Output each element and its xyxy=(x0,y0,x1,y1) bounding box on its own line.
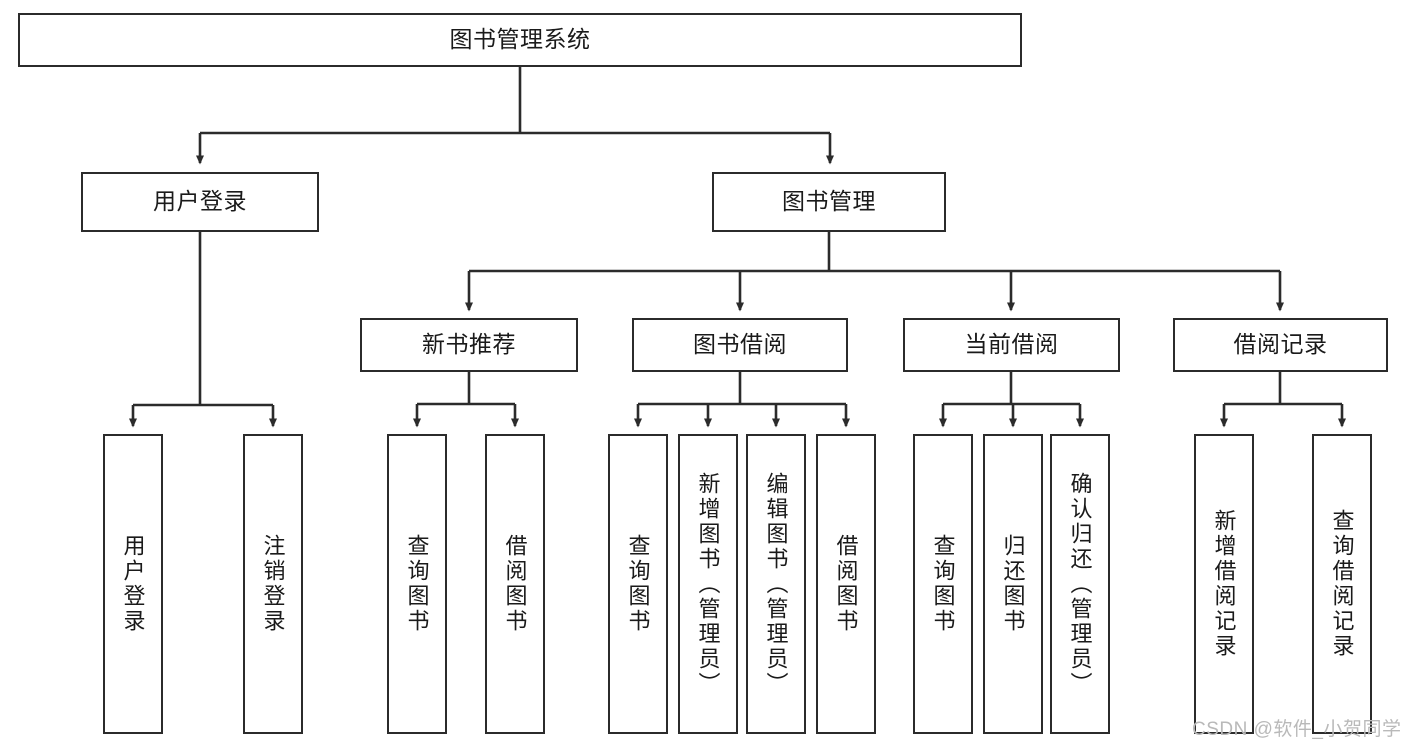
leaf-query-record[interactable]: 查询借阅记录 xyxy=(1312,434,1372,734)
leaf-add-record[interactable]: 新增借阅记录 xyxy=(1194,434,1254,734)
node-new-book-rec-label: 新书推荐 xyxy=(422,331,516,358)
leaf-borrow-book-1-label: 借阅图书 xyxy=(502,534,528,634)
node-book-borrow[interactable]: 图书借阅 xyxy=(632,318,848,372)
node-book-manage-label: 图书管理 xyxy=(782,188,876,215)
node-root-label: 图书管理系统 xyxy=(449,26,591,53)
leaf-add-book[interactable]: 新增图书（管理员） xyxy=(678,434,738,734)
node-borrow-record-label: 借阅记录 xyxy=(1233,331,1328,358)
node-current-borrow-label: 当前借阅 xyxy=(964,331,1059,358)
leaf-user-login[interactable]: 用户登录 xyxy=(103,434,163,734)
leaf-user-login-label: 用户登录 xyxy=(120,534,146,634)
leaf-query-book-2-label: 查询图书 xyxy=(625,534,651,634)
node-current-borrow[interactable]: 当前借阅 xyxy=(903,318,1120,372)
leaf-query-record-label: 查询借阅记录 xyxy=(1329,509,1355,659)
leaf-borrow-book-2-label: 借阅图书 xyxy=(833,534,859,634)
leaf-query-book-3-label: 查询图书 xyxy=(930,534,956,634)
leaf-query-book-2[interactable]: 查询图书 xyxy=(608,434,668,734)
leaf-user-logout[interactable]: 注销登录 xyxy=(243,434,303,734)
leaf-add-record-label: 新增借阅记录 xyxy=(1211,509,1237,659)
node-new-book-rec[interactable]: 新书推荐 xyxy=(360,318,578,372)
leaf-query-book-1-label: 查询图书 xyxy=(404,534,430,634)
leaf-return-book[interactable]: 归还图书 xyxy=(983,434,1043,734)
leaf-query-book-1[interactable]: 查询图书 xyxy=(387,434,447,734)
leaf-borrow-book-2[interactable]: 借阅图书 xyxy=(816,434,876,734)
leaf-edit-book-label: 编辑图书（管理员） xyxy=(763,471,789,697)
node-user-login[interactable]: 用户登录 xyxy=(81,172,319,232)
leaf-query-book-3[interactable]: 查询图书 xyxy=(913,434,973,734)
leaf-edit-book[interactable]: 编辑图书（管理员） xyxy=(746,434,806,734)
node-book-manage[interactable]: 图书管理 xyxy=(712,172,946,232)
leaf-user-logout-label: 注销登录 xyxy=(260,534,286,634)
node-borrow-record[interactable]: 借阅记录 xyxy=(1173,318,1388,372)
leaf-confirm-return[interactable]: 确认归还（管理员） xyxy=(1050,434,1110,734)
leaf-confirm-return-label: 确认归还（管理员） xyxy=(1067,471,1093,697)
leaf-add-book-label: 新增图书（管理员） xyxy=(695,471,721,697)
leaf-borrow-book-1[interactable]: 借阅图书 xyxy=(485,434,545,734)
csdn-watermark: CSDN @软件_小贺同学 xyxy=(1192,719,1402,740)
node-book-borrow-label: 图书借阅 xyxy=(693,331,787,358)
leaf-return-book-label: 归还图书 xyxy=(1000,534,1026,634)
node-root[interactable]: 图书管理系统 xyxy=(18,13,1022,67)
node-user-login-label: 用户登录 xyxy=(153,188,247,215)
